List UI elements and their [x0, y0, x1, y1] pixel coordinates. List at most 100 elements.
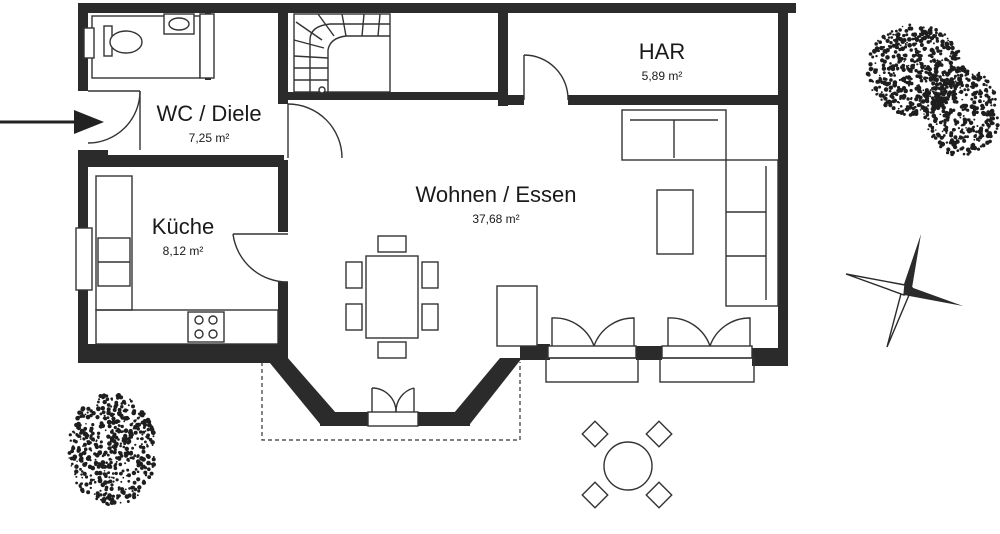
kueche-window — [75, 227, 93, 291]
tree-foliage-dot — [117, 494, 121, 498]
tree-foliage-dot — [936, 87, 939, 89]
tree-foliage-dot — [944, 41, 950, 47]
tree-foliage-dot — [940, 39, 945, 44]
tree-foliage-dot — [939, 113, 942, 116]
tree-foliage-dot — [928, 68, 931, 72]
tree-foliage-dot — [133, 425, 136, 427]
tree-foliage-dot — [973, 136, 976, 138]
tree-foliage-dot — [887, 100, 893, 105]
tree-foliage-dot — [878, 93, 884, 98]
tree-foliage-dot — [995, 123, 1000, 128]
tree-foliage-dot — [931, 98, 937, 103]
tree-foliage-dot — [892, 82, 898, 88]
tree-foliage-dot — [901, 76, 907, 82]
tree-foliage-dot — [72, 439, 77, 443]
tree-foliage-dot — [978, 135, 983, 140]
tree-foliage-dot — [965, 83, 970, 88]
tree-foliage-dot — [106, 503, 110, 506]
tree-foliage-dot — [92, 438, 95, 442]
tree-foliage-dot — [871, 89, 874, 92]
tree-foliage-dot — [69, 456, 74, 461]
tree-foliage-dot — [949, 86, 953, 89]
tree-foliage-dot — [868, 62, 873, 67]
terrace-chair — [581, 420, 609, 448]
tree-foliage-dot — [941, 120, 944, 123]
tree-foliage-dot — [962, 136, 965, 139]
tree-foliage-dot — [985, 90, 989, 93]
tree-foliage-dot — [896, 68, 899, 71]
tree-foliage-dot — [880, 52, 885, 57]
tree-foliage-dot — [949, 138, 955, 143]
tree-foliage-dot — [105, 461, 108, 465]
tree-foliage-dot — [103, 450, 108, 455]
tree-foliage-dot — [120, 451, 123, 454]
tree-foliage-dot — [953, 135, 958, 140]
tree-foliage-dot — [879, 45, 884, 51]
tree-foliage-dot — [88, 481, 93, 485]
tree-foliage-dot — [124, 415, 130, 421]
tree-foliage-dot — [981, 123, 985, 127]
wall-bottom-pillar — [636, 346, 662, 360]
tree-foliage-dot — [885, 51, 888, 54]
tree-foliage-dot — [929, 60, 933, 63]
tree-foliage-dot — [899, 110, 904, 115]
tree-foliage-dot — [944, 89, 948, 93]
tree-foliage-dot — [113, 466, 118, 471]
tree-foliage-dot — [115, 394, 119, 397]
tree-foliage-dot — [69, 439, 73, 442]
tree-foliage-dot — [932, 91, 937, 95]
tree-foliage-dot — [132, 480, 137, 485]
tree-foliage-dot — [101, 500, 105, 504]
tree-foliage-dot — [106, 403, 111, 407]
tree-foliage-dot — [950, 77, 954, 81]
tree-foliage-dot — [130, 433, 134, 437]
tree-foliage-dot — [75, 433, 79, 437]
stove-burner-icon — [194, 329, 204, 339]
tree-foliage-dot — [110, 458, 113, 461]
tree-foliage-dot — [121, 438, 127, 443]
tree-foliage-dot — [935, 98, 939, 102]
tree-foliage-dot — [934, 74, 938, 78]
tree-foliage-dot — [109, 497, 115, 503]
tree-foliage-dot — [933, 69, 939, 75]
tree-foliage-dot — [72, 454, 78, 460]
tree-foliage-dot — [940, 43, 945, 48]
tree-foliage-dot — [75, 481, 78, 485]
tree-foliage-dot — [115, 456, 119, 460]
tree-foliage-dot — [913, 37, 916, 40]
tree-foliage-dot — [98, 398, 101, 401]
tree-foliage-dot — [883, 87, 889, 92]
tree-foliage-dot — [932, 126, 935, 128]
tree-foliage-dot — [970, 97, 974, 101]
tree-foliage-dot — [74, 469, 79, 474]
tree-foliage-dot — [897, 58, 903, 63]
tree-foliage-dot — [951, 68, 955, 72]
tree-foliage-dot — [86, 411, 89, 414]
stair-step — [361, 13, 365, 37]
patio-step-left — [545, 357, 639, 383]
tree-foliage-dot — [970, 81, 976, 86]
tree-foliage-dot — [941, 105, 944, 108]
tree-foliage-dot — [936, 59, 939, 62]
stove-burner-icon — [208, 329, 218, 339]
kueche-door-swing — [232, 233, 289, 283]
tree-foliage-dot — [887, 71, 891, 75]
wall-stair-left — [278, 8, 288, 104]
tree-foliage-dot — [939, 49, 943, 53]
tree-foliage-dot — [890, 36, 894, 39]
tree-icon — [865, 23, 1000, 157]
tree-foliage-dot — [84, 448, 88, 452]
tree-foliage-dot — [117, 424, 120, 427]
tree-foliage-dot — [140, 413, 145, 418]
tree-foliage-dot — [934, 82, 940, 87]
tree-foliage-dot — [131, 422, 134, 425]
wall-bottom-right — [752, 348, 788, 366]
tree-foliage-dot — [949, 63, 952, 65]
tree-foliage-dot — [923, 113, 925, 115]
tree-foliage-dot — [120, 491, 124, 494]
tree-foliage-dot — [93, 480, 97, 484]
tree-foliage-dot — [89, 474, 93, 477]
tree-foliage-dot — [903, 45, 908, 49]
interior-walls — [78, 8, 783, 360]
tree-foliage-dot — [877, 47, 881, 50]
